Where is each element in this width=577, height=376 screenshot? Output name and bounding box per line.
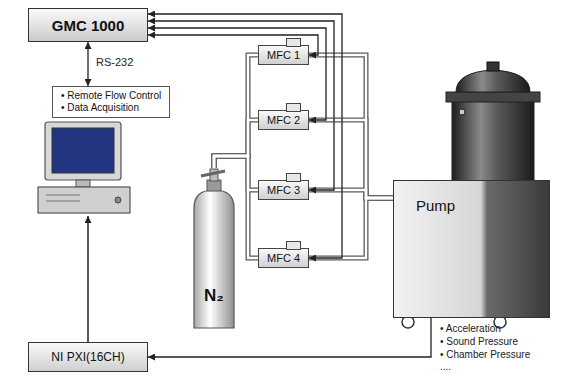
signal-line	[148, 318, 431, 357]
drive-slot	[46, 201, 80, 202]
signal-label: • Acceleration	[440, 323, 501, 335]
power-button	[115, 197, 121, 203]
node-text: N₂	[204, 286, 224, 306]
valve-handle	[201, 171, 225, 176]
pump-box: Pump	[393, 180, 550, 318]
chamber-fitting	[459, 109, 465, 115]
chamber-port	[487, 62, 499, 71]
controller-box: GMC 1000	[28, 8, 148, 42]
node-text: MFC 1	[267, 49, 300, 61]
node-text: Pump	[416, 197, 549, 214]
mfc-box: MFC 1	[258, 45, 309, 65]
node-text: NI PXI(16CH)	[51, 350, 124, 364]
data-arrow	[87, 216, 89, 342]
node-text: MFC 2	[267, 114, 300, 126]
signal-label: ....	[440, 361, 451, 373]
pipe-bore	[309, 120, 393, 198]
daq-box: NI PXI(16CH)	[28, 342, 148, 372]
pipe-bore	[309, 55, 393, 198]
cylinder-body	[194, 190, 234, 328]
gas-line	[214, 55, 258, 168]
cylinder-neck	[207, 180, 221, 191]
node-text: MFC 3	[267, 184, 300, 196]
mfc-box: MFC 4	[258, 248, 309, 268]
monitor	[45, 122, 121, 180]
chamber-dome	[456, 70, 530, 92]
computer-case	[38, 187, 130, 213]
computer	[38, 122, 130, 213]
gas-cylinder: N₂	[192, 168, 236, 330]
mfc-box: MFC 2	[258, 110, 309, 130]
vacuum-chamber	[446, 62, 540, 184]
signal-label: • Sound Pressure	[440, 336, 518, 348]
signal-line	[148, 21, 334, 190]
monitor-stand	[76, 180, 90, 187]
edge-label: RS-232	[94, 56, 135, 68]
node-text: MFC 4	[267, 252, 300, 264]
cylinder-outline	[192, 168, 236, 330]
signal-line	[148, 14, 342, 258]
drive-slot	[46, 195, 80, 196]
node-text: • Data Acquisition	[61, 102, 161, 114]
gas-line	[309, 55, 393, 198]
chamber-flange	[446, 92, 540, 102]
chamber-body	[452, 100, 534, 184]
pipe-bore	[214, 120, 258, 168]
signal-label: • Chamber Pressure	[440, 349, 530, 361]
gas-line	[309, 198, 393, 258]
signal-line	[87, 42, 88, 86]
screen	[52, 128, 114, 173]
node-text: • Remote Flow Control	[61, 90, 161, 102]
pipe-bore	[214, 55, 258, 168]
mfc-box: MFC 3	[258, 180, 309, 200]
pipe-bore	[309, 198, 393, 258]
gas-line	[309, 120, 393, 198]
function-box: • Remote Flow Control• Data Acquisition	[52, 86, 170, 118]
node-text: GMC 1000	[52, 17, 125, 34]
gas-line	[214, 120, 258, 168]
